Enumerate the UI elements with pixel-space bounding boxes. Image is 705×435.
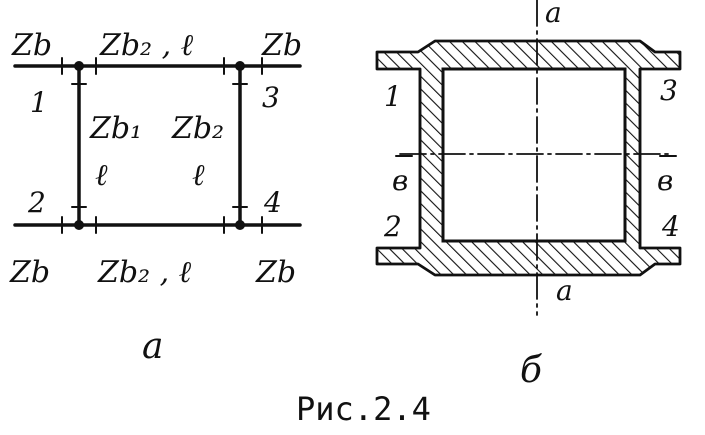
label-port-1: 1 (384, 80, 402, 113)
reference-ticks (61, 57, 263, 234)
label-impedance-top-right: Zb (261, 28, 302, 63)
sublabel-a: а (142, 326, 163, 367)
label-impedance-top-mid: Zb₂ , ℓ (99, 28, 194, 63)
label-length-right-branch: ℓ (192, 158, 205, 193)
label-port-2: 2 (27, 186, 46, 219)
cross-section-diagram: a a в в 1 2 3 4 б (375, 0, 682, 391)
label-port-3: 3 (660, 74, 678, 107)
label-port-4: 4 (263, 186, 282, 219)
label-length-left-branch: ℓ (95, 158, 108, 193)
label-impedance-right-branch: Zb₂ (171, 111, 224, 146)
label-axis-b-right: в (657, 164, 673, 197)
label-port-1: 1 (30, 86, 48, 119)
label-axis-a-bottom: a (556, 274, 573, 307)
junction-top-right (235, 61, 245, 71)
figure-caption: Рис.2.4 (296, 390, 431, 428)
equivalent-circuit-diagram: Zb Zb₂ , ℓ Zb Zb₁ ℓ Zb₂ ℓ Zb Zb₂ , ℓ Zb … (9, 28, 302, 367)
label-impedance-bottom-mid: Zb₂ , ℓ (97, 255, 192, 290)
label-impedance-bottom-left: Zb (9, 255, 50, 290)
inner-cavity (441, 67, 627, 243)
label-impedance-top-left: Zb (11, 28, 52, 63)
label-axis-a-top: a (545, 0, 562, 29)
sublabel-b: б (520, 350, 543, 391)
junction-bottom-left (74, 220, 84, 230)
label-axis-b-left: в (392, 164, 408, 197)
label-port-3: 3 (262, 81, 280, 114)
label-port-4: 4 (661, 210, 680, 243)
junction-top-left (74, 61, 84, 71)
junction-bottom-right (235, 220, 245, 230)
label-port-2: 2 (383, 210, 402, 243)
label-impedance-left-branch: Zb₁ (89, 111, 142, 146)
label-impedance-bottom-right: Zb (255, 255, 296, 290)
